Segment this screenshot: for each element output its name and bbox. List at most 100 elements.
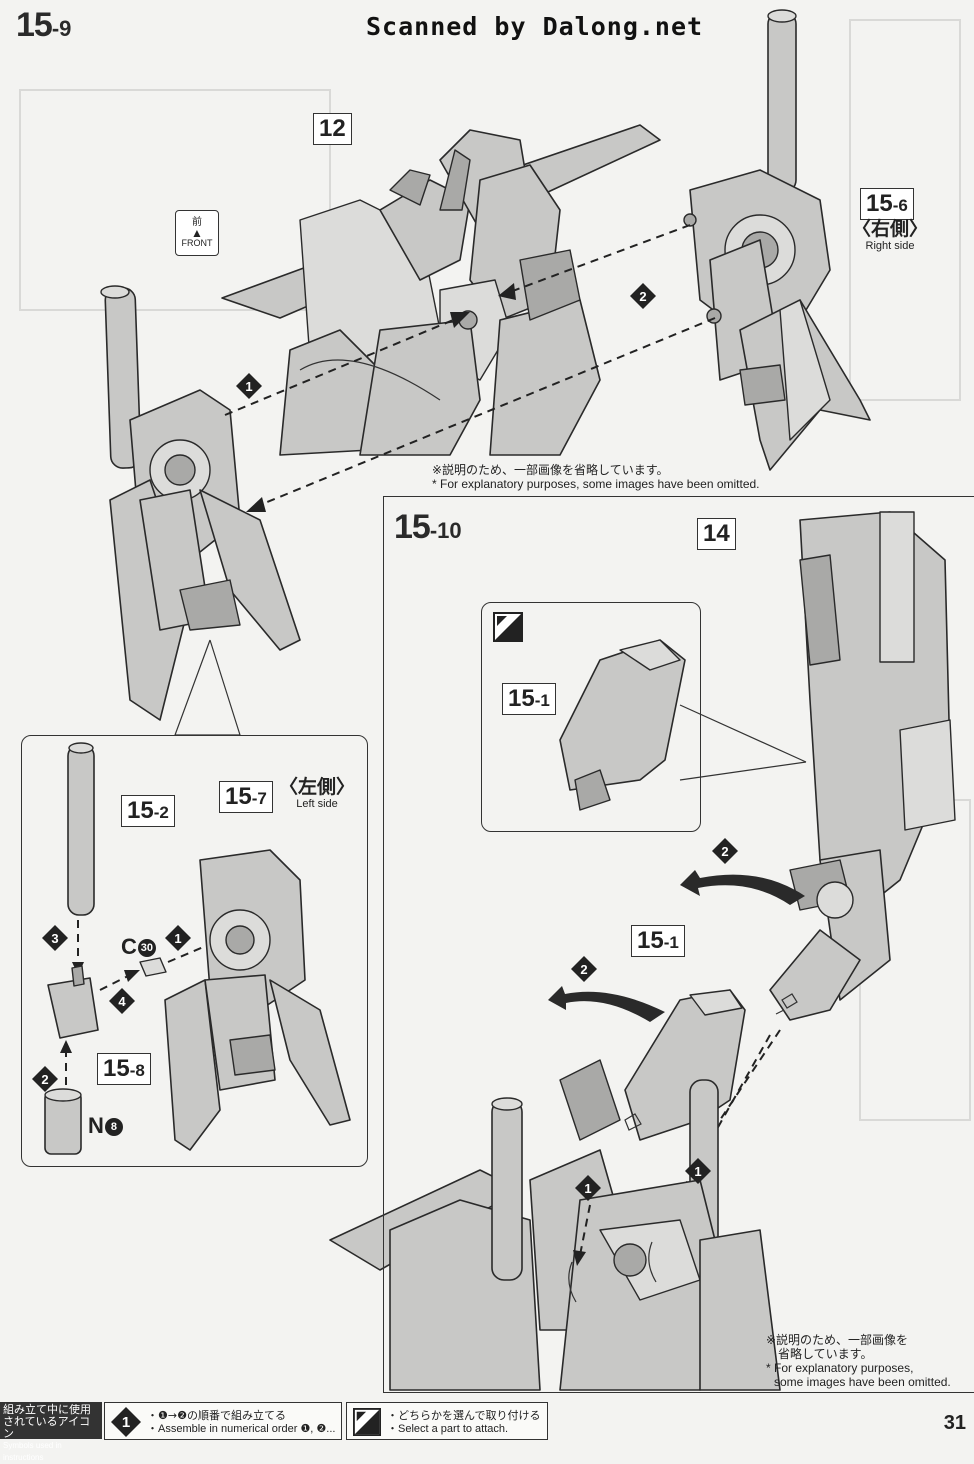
order-4-text: 4 <box>118 994 126 1009</box>
callout-part-15-2: 15-2 <box>121 795 175 827</box>
legend-order-box: 1 ・❶→❷の順番で組み立てる ・Assemble in numerical o… <box>104 1402 342 1440</box>
callout-part-15-6: 15-6 <box>860 188 914 220</box>
callout-part-15-8: 15-8 <box>97 1053 151 1085</box>
order-2-text: 2 <box>580 962 587 977</box>
legend-title-jp1: 組み立て中に使用 <box>3 1403 91 1416</box>
select-part-icon <box>493 612 523 642</box>
step-main-number: 15 <box>16 6 53 44</box>
order-legend-icon: 1 <box>111 1407 141 1437</box>
step-15-10-panel <box>383 496 974 1393</box>
torso-assembly-bottom <box>329 1059 781 1391</box>
legend-select-jp: ・どちらかを選んで取り付ける <box>387 1409 541 1422</box>
order-2-icon: 2 <box>571 956 597 982</box>
part-sub: -1 <box>663 933 679 952</box>
order-1-icon: 1 <box>575 1175 601 1201</box>
order-2-text: 2 <box>721 844 728 859</box>
front-direction-icon: 前 ▲ FRONT <box>175 210 219 256</box>
order-1-icon: 1 <box>236 373 262 399</box>
order-legend-num: 1 <box>122 1414 130 1431</box>
right-side-en: Right side <box>865 240 915 252</box>
runner-number-badge: 30 <box>137 939 156 958</box>
step-sub-number: -10 <box>429 518 462 543</box>
inset-part-drawing <box>559 639 807 811</box>
part-num: 15 <box>508 685 535 712</box>
icon-legend-footer: 組み立て中に使用 されているアイコン Symbols used in instr… <box>0 1402 974 1462</box>
assembly-arrows-15-9 <box>224 224 716 512</box>
callout-part-15-1: 15-1 <box>631 925 685 957</box>
omission-note-15-9: ※説明のため、一部画像を省略しています。 * For explanatory p… <box>432 463 760 491</box>
legend-title-box: 組み立て中に使用 されているアイコン Symbols used in instr… <box>0 1402 102 1462</box>
part-sub: -1 <box>534 691 550 710</box>
note-en: * For explanatory purposes, some images … <box>432 477 760 491</box>
order-1-text: 1 <box>245 379 252 394</box>
right-side-label: 〈右側〉 Right side <box>848 220 932 252</box>
note-en-line2: some images have been omitted. <box>774 1375 951 1389</box>
step-main-number: 15 <box>394 508 431 546</box>
part-sub: -7 <box>251 789 267 808</box>
note-jp: ※説明のため、一部画像を省略しています。 <box>432 463 669 477</box>
runner-number-badge: 8 <box>104 1118 123 1137</box>
order-2-text: 2 <box>639 289 646 304</box>
torso-assembly-top <box>221 124 661 456</box>
part-num: 15 <box>127 797 154 824</box>
order-1-icon: 1 <box>165 925 191 951</box>
order-2-text: 2 <box>41 1072 48 1087</box>
page-number: 31 <box>943 1412 966 1434</box>
order-3-text: 3 <box>51 931 58 946</box>
legend-title-en: Symbols used in instructions <box>3 1441 62 1462</box>
order-1-text: 1 <box>584 1181 591 1196</box>
order-2-icon: 2 <box>712 838 738 864</box>
front-arrow-icon: ▲ <box>191 226 203 240</box>
callout-12-label: 12 <box>319 115 346 142</box>
callout-part-14: 14 <box>697 518 736 550</box>
note-jp-line2: 省略しています。 <box>778 1347 873 1361</box>
select-legend-icon <box>353 1408 381 1436</box>
bleed-through <box>19 19 971 1121</box>
front-icon-jp: 前 <box>192 217 202 228</box>
part-num: 15 <box>637 927 664 954</box>
legend-select-en: ・Select a part to attach. <box>387 1423 509 1435</box>
part-sub: -6 <box>892 196 908 215</box>
part-num: 15 <box>103 1055 130 1082</box>
front-icon-en: FRONT <box>181 238 213 248</box>
part-sub: -8 <box>129 1061 145 1080</box>
note-jp-line1: ※説明のため、一部画像を <box>766 1333 909 1347</box>
runner-letter: N <box>88 1113 104 1138</box>
part-num: 15 <box>866 190 893 217</box>
legend-order-jp: ・❶→❷の順番で組み立てる <box>147 1409 286 1422</box>
order-1-text: 1 <box>174 931 181 946</box>
left-side-label: 〈左側〉 Left side <box>278 778 356 810</box>
step-sub-number: -9 <box>51 16 72 41</box>
callout-inset-15-1: 15-1 <box>502 683 556 715</box>
inset-panel <box>481 602 701 832</box>
part-num: 15 <box>225 783 252 810</box>
rotation-arrows <box>548 870 805 1022</box>
order-3-icon: 3 <box>42 925 68 951</box>
omission-note-15-10: ※説明のため、一部画像を 省略しています。 * For explanatory … <box>766 1333 951 1389</box>
detail-panel <box>21 735 368 1167</box>
detail-parts <box>44 742 351 1155</box>
legend-title-jp2: されているアイコン <box>3 1415 91 1440</box>
left-side-booster <box>100 285 301 721</box>
right-side-booster <box>683 9 871 471</box>
right-side-jp: 〈右側〉 <box>851 218 928 240</box>
legend-select-box: ・どちらかを選んで取り付ける ・Select a part to attach. <box>346 1402 548 1440</box>
arm-booster-assembly <box>654 511 956 1240</box>
order-1-text: 1 <box>694 1164 701 1179</box>
left-side-jp: 〈左側〉 <box>278 776 355 798</box>
left-side-en: Left side <box>296 798 338 810</box>
part-sub: -2 <box>153 803 169 822</box>
order-1-icon: 1 <box>685 1158 711 1184</box>
order-2-icon: 2 <box>32 1066 58 1092</box>
order-2-icon: 2 <box>630 283 656 309</box>
order-4-icon: 4 <box>109 988 135 1014</box>
callout-part-12: 12 <box>313 113 352 145</box>
callout-part-15-7: 15-7 <box>219 781 273 813</box>
step-number-15-10: 15-10 <box>394 508 462 547</box>
callout-14-label: 14 <box>703 520 730 547</box>
legend-order-en: ・Assemble in numerical order ❶, ❷... <box>147 1423 336 1435</box>
scan-credit: Scanned by Dalong.net <box>366 12 704 41</box>
